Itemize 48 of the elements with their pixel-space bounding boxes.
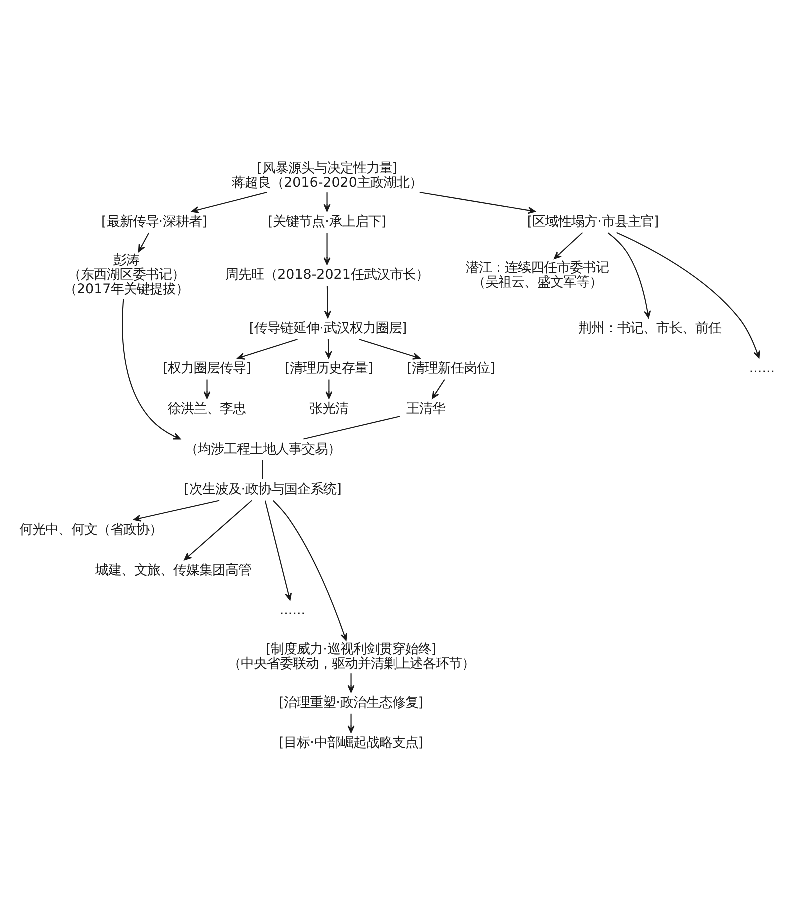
- node-text: ......: [749, 362, 776, 377]
- arrow: [273, 500, 348, 642]
- arrow: [324, 233, 331, 266]
- node-text: 何光中、何文（省政协）: [20, 523, 163, 538]
- arrow: [324, 192, 331, 212]
- node-text: 周先旺（2018-2021任武汉市长）: [226, 268, 429, 284]
- node-text: 彭涛 （东西湖区委书记） （2017年关键提拔）: [64, 254, 190, 298]
- node-text: [清理历史存量]: [284, 362, 374, 377]
- arrow: [122, 299, 182, 440]
- node-text: [次生波及·政协与国企系统]: [184, 482, 342, 498]
- node-text: 张光清: [310, 402, 349, 418]
- arrow: [192, 192, 268, 214]
- arrow: [432, 380, 446, 400]
- arrow: [348, 714, 355, 734]
- arrow: [264, 500, 292, 601]
- node-text: 王清华: [406, 402, 446, 418]
- arrow: [134, 500, 220, 522]
- arrow: [184, 500, 252, 561]
- arrow: [325, 339, 332, 359]
- node-text: [关键节点·承上启下]: [268, 214, 387, 230]
- node-text: [权力圈层传导]: [163, 362, 252, 377]
- node-text: [风暴源头与决定性力量] 蒋超良（2016-2020主政湖北）: [232, 162, 422, 191]
- arrow: [204, 380, 211, 400]
- node-text: 潜江：连续四任市委书记（吴祖云、盛文军等）: [466, 260, 610, 290]
- node-text: ......: [280, 604, 306, 619]
- arrow: [326, 380, 333, 400]
- node-text: [制度威力·巡视利剑贯穿始终] （中央省委联动，驱动并清剿上述各环节）: [228, 642, 475, 672]
- node-text: [治理重塑·政治生态修复]: [278, 696, 424, 711]
- arrow: [359, 338, 421, 360]
- node-text: [传导链延伸·武汉权力圈层]: [249, 321, 408, 336]
- arrow: [138, 232, 150, 252]
- arrow: [616, 232, 760, 359]
- node-text: [最新传导·深耕者]: [102, 214, 208, 230]
- arrow: [237, 338, 298, 360]
- node-text: [清理新任岗位]: [406, 362, 496, 377]
- node-text: 徐洪兰、李忠: [168, 402, 246, 418]
- node-text: [区域性塌方·市县主官]: [527, 214, 660, 230]
- arrow: [420, 192, 536, 214]
- node-text: 荆州：书记、市长、前任: [578, 321, 722, 336]
- node-text: 城建、文旅、传媒集团高管: [96, 563, 252, 578]
- arrow: [554, 232, 584, 260]
- node-text: （均涉工程土地人事交易）: [184, 442, 341, 458]
- connector: [262, 460, 264, 480]
- connector: [304, 416, 400, 440]
- arrow: [324, 286, 332, 319]
- arrow: [608, 232, 652, 319]
- node-text: [目标·中部崛起战略支点]: [278, 736, 424, 752]
- arrow: [348, 674, 355, 693]
